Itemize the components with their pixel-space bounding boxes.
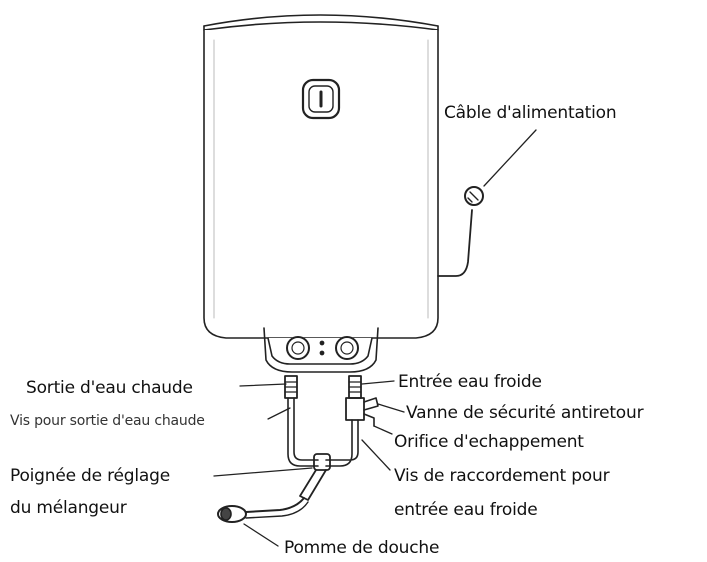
safety-valve-lever xyxy=(363,397,379,411)
tank-top-rim xyxy=(203,21,439,31)
label-exhaust-orifice: Orifice d'echappement xyxy=(394,432,584,452)
leader-power-cable xyxy=(483,129,537,187)
leader-safety-valve xyxy=(377,403,405,413)
exhaust-spout xyxy=(363,413,375,427)
mixer-handle xyxy=(299,469,327,501)
right-knob-inner xyxy=(340,341,354,355)
label-mixer-handle-line2: du mélangeur xyxy=(10,498,127,518)
leader-lines xyxy=(213,129,537,547)
indicator-window xyxy=(301,78,341,120)
shower-hose-inner xyxy=(245,501,309,519)
tank-body xyxy=(203,29,439,339)
label-mixer-handle-line1: Poignée de réglage xyxy=(10,466,170,486)
mixer-body xyxy=(313,453,331,471)
leader-shower-head xyxy=(243,523,279,547)
label-connection-screw-line1: Vis de raccordement pour xyxy=(394,466,610,486)
shower-hose xyxy=(245,497,305,513)
hot-pipe xyxy=(287,397,319,467)
safety-valve-body xyxy=(345,397,365,421)
power-plug-prongs xyxy=(467,191,479,203)
power-cable-wire xyxy=(437,209,473,277)
power-plug xyxy=(464,186,484,206)
shower-head-face xyxy=(220,507,232,521)
right-knob xyxy=(335,336,359,360)
leader-mixer-handle xyxy=(213,467,313,477)
label-power-cable: Câble d'alimentation xyxy=(444,103,617,123)
cold-inlet-threads xyxy=(348,381,362,393)
indicator-window-inner xyxy=(308,85,334,113)
indicator-dot-bottom xyxy=(319,350,325,356)
left-knob-inner xyxy=(291,341,305,355)
label-shower-head: Pomme de douche xyxy=(284,538,440,558)
leader-hot-outlet-screw xyxy=(267,407,291,420)
control-housing-outer xyxy=(263,327,379,373)
leader-hot-outlet xyxy=(239,383,287,387)
tank-top-cap xyxy=(203,14,439,27)
left-knob xyxy=(286,336,310,360)
leader-cold-inlet xyxy=(361,380,395,385)
hot-outlet-threads xyxy=(284,381,298,393)
label-cold-water-inlet: Entrée eau froide xyxy=(398,372,542,392)
leader-exhaust xyxy=(373,425,393,435)
leader-connection-screw xyxy=(361,439,391,471)
label-connection-screw-line2: entrée eau froide xyxy=(394,500,538,520)
label-hot-water-outlet: Sortie d'eau chaude xyxy=(26,378,193,398)
indicator-dot-top xyxy=(319,340,325,346)
cold-pipe xyxy=(325,419,359,467)
shower-head xyxy=(217,505,247,523)
label-hot-outlet-screw: Vis pour sortie d'eau chaude xyxy=(10,413,205,429)
label-safety-valve: Vanne de sécurité antiretour xyxy=(406,403,644,423)
